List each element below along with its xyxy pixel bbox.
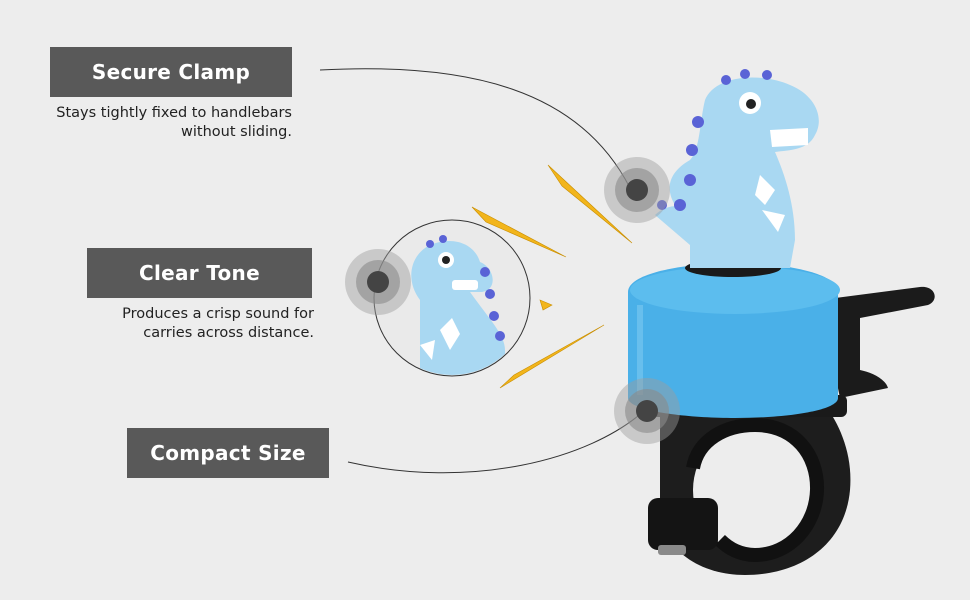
bell-lever	[820, 286, 935, 398]
feature-title-text: Clear Tone	[139, 261, 260, 285]
handlebar-clamp	[648, 395, 851, 575]
feature-title-text: Compact Size	[150, 441, 306, 465]
dinosaur-figure	[655, 69, 819, 268]
feature-description-secure-clamp: Stays tightly fixed to handlebars withou…	[22, 104, 292, 142]
description-line: without sliding.	[181, 124, 292, 140]
description-line: Stays tightly fixed to handlebars	[56, 105, 292, 121]
feature-title-text: Secure Clamp	[91, 60, 251, 84]
callout-line-secure	[319, 68, 631, 189]
feature-title-compact-size: Compact Size	[127, 428, 329, 478]
feature-description-clear-tone: Produces a crisp sound for carries acros…	[60, 305, 314, 343]
callout-line-compact	[347, 409, 646, 474]
hotspot-marker-icon	[614, 378, 680, 444]
zoom-detail-circle	[373, 219, 531, 377]
hotspot-marker-icon	[345, 249, 411, 315]
description-line: carries across distance.	[143, 325, 314, 341]
hotspot-marker-icon	[604, 157, 670, 223]
feature-title-secure-clamp: Secure Clamp	[50, 47, 292, 97]
feature-title-clear-tone: Clear Tone	[87, 248, 312, 298]
description-line: Produces a crisp sound for	[122, 306, 314, 322]
sound-wave-icon	[471, 164, 633, 389]
